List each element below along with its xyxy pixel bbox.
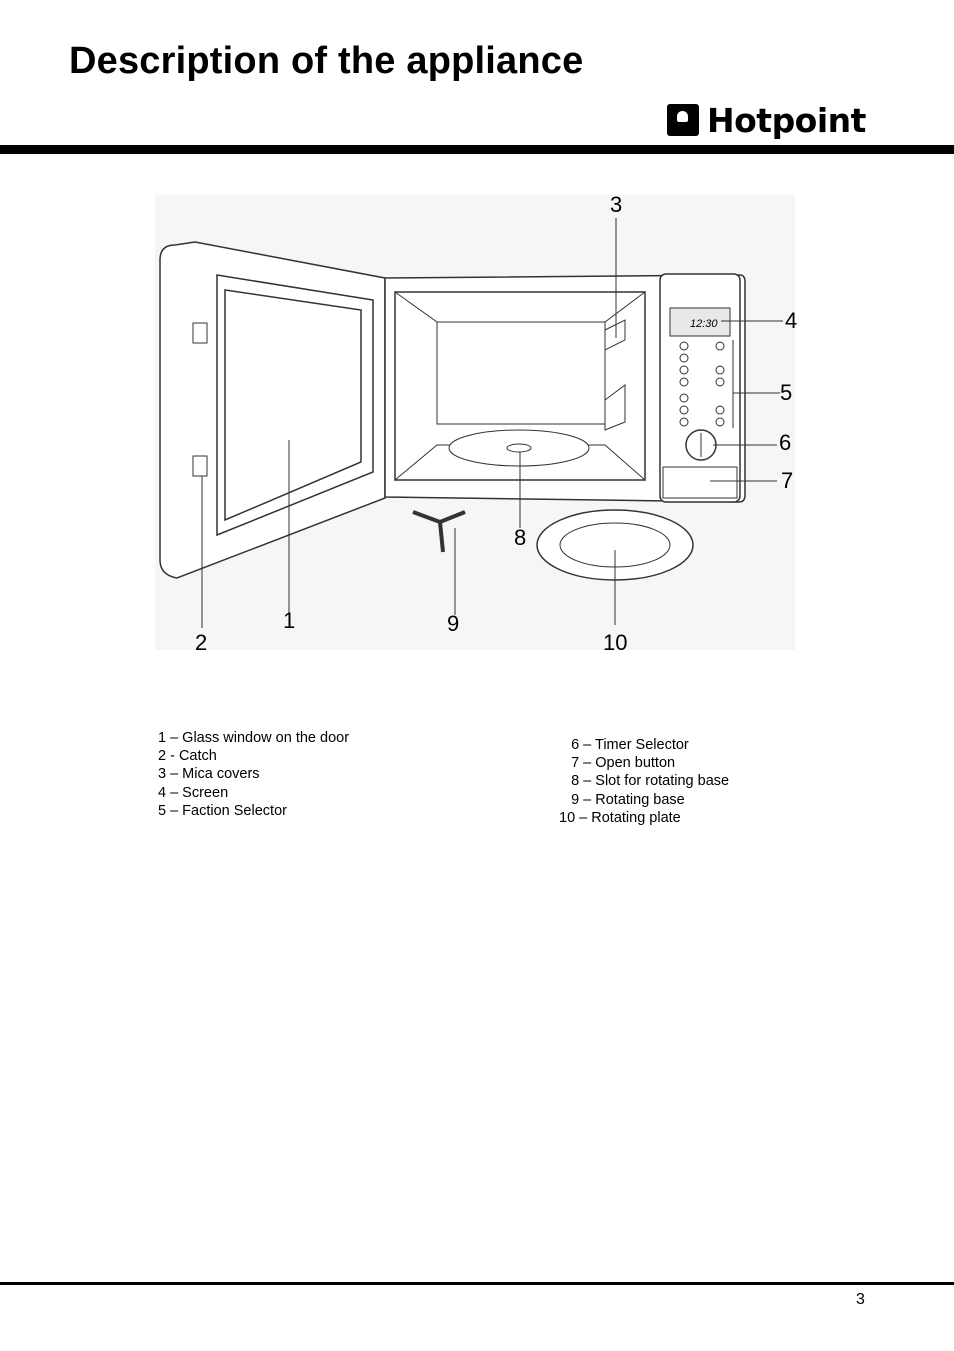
display-time: 12:30 [690,318,718,330]
legend-item: 4 – Screen [158,784,229,801]
legend-left: 1 – Glass window on the door 2 - Catch 3… [158,729,349,820]
callout-2: 2 [195,630,207,655]
appliance-diagram: 12:30 1 2 3 4 5 [155,190,800,660]
footer-rule [0,1282,954,1285]
page-number: 3 [856,1291,865,1308]
header-rule [0,145,954,154]
brand-logo: Hotpoint [667,100,866,140]
page-title: Description of the appliance [69,40,584,82]
microwave-illustration: 12:30 1 2 3 4 5 [155,192,797,655]
callout-3: 3 [610,192,622,217]
legend-item: 7 – Open button [559,755,676,772]
legend-item: 1 – Glass window on the door [158,730,350,746]
legend-item: 3 – Mica covers [158,766,260,783]
callout-9: 9 [447,611,459,636]
callout-1: 1 [283,608,295,633]
legend-item: 2 - Catch [158,748,217,765]
brand-name: Hotpoint [707,100,866,140]
callout-10: 10 [603,630,627,655]
callout-5: 5 [780,380,792,405]
callout-4: 4 [785,308,797,333]
legend-item: 5 – Faction Selector [158,802,287,819]
callout-8: 8 [514,525,526,550]
callout-7: 7 [781,468,793,493]
hotpoint-logo-icon [667,104,699,136]
legend-item: 8 – Slot for rotating base [559,773,730,790]
legend-item: 10 – Rotating plate [559,809,681,826]
legend-right: 6 – Timer Selector 7 – Open button 8 – S… [559,736,729,827]
legend-item: 6 – Timer Selector [559,737,689,753]
legend-item: 9 – Rotating base [559,791,685,808]
callout-6: 6 [779,430,791,455]
